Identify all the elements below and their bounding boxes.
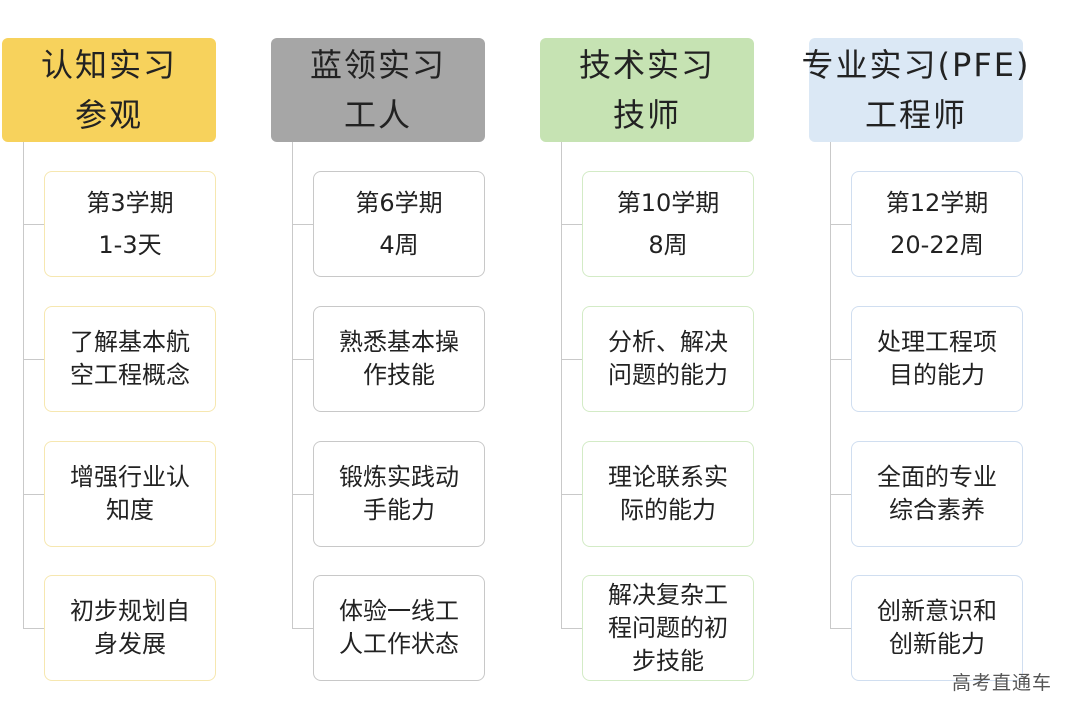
connector-branch: [561, 359, 583, 360]
column-cognitive-internship: 认知实习 参观 第3学期 1-3天 了解基本航 空工程概念 增强行业认 知度 初…: [2, 0, 262, 719]
header-subtitle: 技师: [612, 96, 681, 134]
goal-text-line: 解决复杂工: [608, 580, 728, 609]
goal-box: 分析、解决 问题的能力: [582, 306, 754, 412]
header-subtitle: 参观: [74, 96, 143, 134]
connector-branch: [830, 224, 852, 225]
period-box: 第3学期 1-3天: [44, 171, 216, 277]
goal-text-line: 手能力: [363, 496, 435, 524]
period-semester: 第3学期: [86, 189, 174, 217]
connector-branch: [23, 359, 45, 360]
goal-box: 理论联系实 际的能力: [582, 441, 754, 547]
header-blue-collar-internship: 蓝领实习 工人: [271, 38, 485, 142]
goal-text-line: 综合素养: [889, 496, 985, 524]
header-title: 技术实习: [578, 46, 715, 84]
goal-box: 体验一线工 人工作状态: [313, 575, 485, 681]
connector-branch: [561, 224, 583, 225]
header-technical-internship: 技术实习 技师: [540, 38, 754, 142]
goal-text-line: 程问题的初: [608, 613, 728, 642]
goal-text-line: 锻炼实践动: [339, 463, 459, 491]
header-cognitive-internship: 认知实习 参观: [2, 38, 216, 142]
goal-text-line: 问题的能力: [608, 361, 728, 389]
connector-branch: [292, 628, 314, 629]
period-duration: 8周: [648, 231, 688, 259]
goal-text-line: 了解基本航: [70, 328, 190, 356]
column-blue-collar-internship: 蓝领实习 工人 第6学期 4周 熟悉基本操 作技能 锻炼实践动 手能力 体验一线…: [271, 0, 531, 719]
goal-text-line: 身发展: [94, 630, 166, 658]
period-semester: 第12学期: [885, 189, 989, 217]
connector-branch: [292, 224, 314, 225]
goal-text-line: 初步规划自: [70, 597, 190, 625]
goal-text-line: 处理工程项: [877, 328, 997, 356]
header-subtitle: 工人: [343, 96, 412, 134]
connector-branch: [830, 494, 852, 495]
period-semester: 第6学期: [355, 189, 443, 217]
goal-box: 初步规划自 身发展: [44, 575, 216, 681]
goal-text-line: 创新能力: [889, 630, 985, 658]
goal-text-line: 增强行业认: [70, 463, 190, 491]
goal-box: 增强行业认 知度: [44, 441, 216, 547]
connector-trunk: [23, 142, 24, 628]
goal-text-line: 熟悉基本操: [339, 328, 459, 356]
connector-trunk: [830, 142, 831, 628]
goal-text-line: 空工程概念: [70, 361, 190, 389]
watermark: 高考直通车: [951, 672, 1052, 694]
goal-text-line: 目的能力: [889, 361, 985, 389]
goal-box: 全面的专业 综合素养: [851, 441, 1023, 547]
connector-branch: [23, 628, 45, 629]
period-box: 第12学期 20-22周: [851, 171, 1023, 277]
goal-text-line: 理论联系实: [608, 463, 728, 491]
goal-box: 熟悉基本操 作技能: [313, 306, 485, 412]
connector-branch: [292, 359, 314, 360]
header-subtitle: 工程师: [864, 96, 967, 134]
connector-branch: [23, 224, 45, 225]
connector-branch: [830, 628, 852, 629]
connector-trunk: [292, 142, 293, 628]
connector-branch: [561, 628, 583, 629]
period-duration: 1-3天: [98, 231, 162, 259]
connector-trunk: [561, 142, 562, 628]
goal-text-line: 作技能: [363, 361, 435, 389]
goal-box: 解决复杂工 程问题的初 步技能: [582, 575, 754, 681]
goal-text-line: 体验一线工: [339, 597, 459, 625]
goal-text-line: 际的能力: [620, 496, 716, 524]
goal-text-line: 全面的专业: [877, 463, 997, 491]
header-professional-internship: 专业实习(PFE) 工程师: [802, 38, 1028, 142]
header-title: 专业实习(PFE): [801, 46, 1031, 84]
connector-branch: [830, 359, 852, 360]
period-box: 第10学期 8周: [582, 171, 754, 277]
goal-text-line: 知度: [106, 496, 154, 524]
goal-box: 创新意识和 创新能力: [851, 575, 1023, 681]
goal-text-line: 步技能: [632, 646, 704, 675]
period-semester: 第10学期: [616, 189, 720, 217]
period-duration: 4周: [379, 231, 419, 259]
connector-branch: [292, 494, 314, 495]
goal-box: 锻炼实践动 手能力: [313, 441, 485, 547]
header-title: 蓝领实习: [309, 46, 446, 84]
goal-box: 处理工程项 目的能力: [851, 306, 1023, 412]
column-professional-internship: 专业实习(PFE) 工程师 第12学期 20-22周 处理工程项 目的能力 全面…: [802, 0, 1069, 719]
goal-box: 了解基本航 空工程概念: [44, 306, 216, 412]
header-title: 认知实习: [40, 46, 177, 84]
period-duration: 20-22周: [890, 231, 984, 259]
connector-branch: [561, 494, 583, 495]
goal-text-line: 分析、解决: [608, 328, 728, 356]
connector-branch: [23, 494, 45, 495]
goal-text-line: 创新意识和: [877, 597, 997, 625]
goal-text-line: 人工作状态: [339, 630, 459, 658]
period-box: 第6学期 4周: [313, 171, 485, 277]
column-technical-internship: 技术实习 技师 第10学期 8周 分析、解决 问题的能力 理论联系实 际的能力 …: [540, 0, 800, 719]
